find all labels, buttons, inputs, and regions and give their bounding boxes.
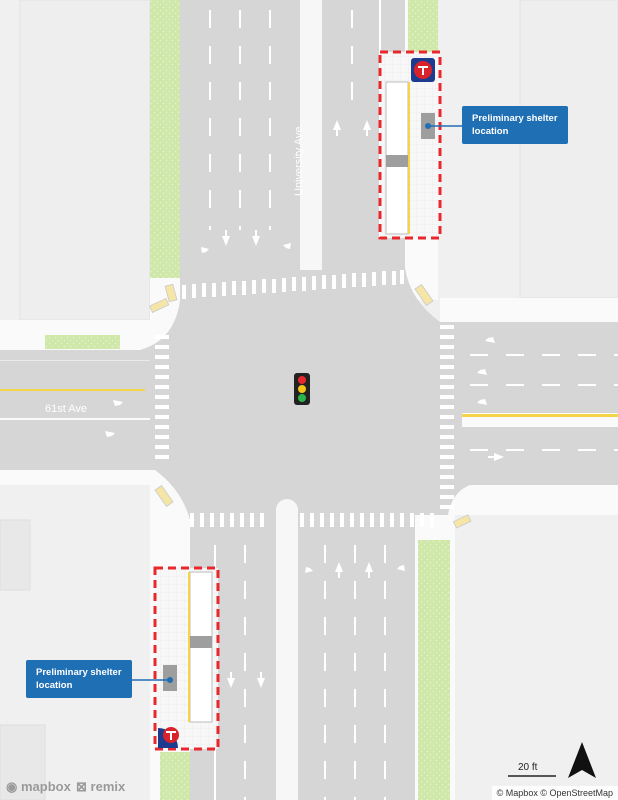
crosswalk-east	[440, 325, 454, 509]
callout-dot	[167, 677, 173, 683]
callout-line: Preliminary shelter	[36, 667, 122, 678]
west-curb	[0, 360, 150, 361]
remix-wordmark: remix	[90, 779, 126, 794]
planting-strip	[408, 0, 438, 52]
west-curb	[0, 418, 150, 420]
building	[519, 0, 618, 299]
building	[0, 519, 31, 591]
remix-icon: ⊠	[76, 779, 87, 794]
shelter-callout-north: Preliminary shelter location	[462, 106, 568, 144]
bus-stop-zone-north	[378, 50, 442, 240]
planting-strip	[45, 335, 120, 349]
lane-markings	[209, 0, 618, 800]
crosswalk-west	[155, 335, 169, 459]
lane-arrow-icon	[105, 120, 504, 688]
median	[276, 510, 298, 800]
street-label-61st: 61st Ave	[45, 403, 87, 415]
callout-dot	[425, 123, 431, 129]
traffic-light-icon	[294, 373, 310, 405]
curb-ramp	[149, 283, 472, 529]
mapbox-wordmark: mapbox	[20, 779, 71, 794]
shelter-callout-south: Preliminary shelter location	[26, 660, 132, 698]
bus-stop-zone-south	[153, 566, 220, 751]
planting-strip	[160, 752, 190, 800]
north-arrow-icon	[568, 742, 596, 778]
mapbox-logo[interactable]: ◉ mapbox	[6, 779, 71, 795]
remix-logo: ⊠ remix	[76, 779, 125, 795]
centerline	[0, 389, 145, 391]
building	[0, 724, 46, 800]
callout-line: location	[36, 680, 73, 691]
mapbox-icon: ◉	[6, 779, 18, 794]
street-label-university: University Ave	[293, 126, 305, 197]
sidewalk	[440, 298, 618, 324]
crosswalk-south	[190, 513, 434, 527]
crosswalk-north	[182, 270, 404, 299]
median	[300, 0, 322, 270]
transit-stop-icon	[411, 58, 435, 82]
transit-stop-icon	[158, 727, 179, 748]
map-attribution[interactable]: © Mapbox © OpenStreetMap	[491, 786, 618, 800]
building	[19, 0, 151, 321]
planting-strip	[418, 540, 450, 800]
road-surface	[0, 350, 180, 455]
median-nose	[276, 499, 298, 521]
scale-label: 20 ft	[518, 762, 538, 773]
sidewalk	[440, 485, 618, 515]
callout-line: Preliminary shelter	[472, 113, 558, 124]
centerline	[462, 414, 618, 417]
planting-strip	[150, 0, 180, 278]
callout-line: location	[472, 126, 509, 137]
